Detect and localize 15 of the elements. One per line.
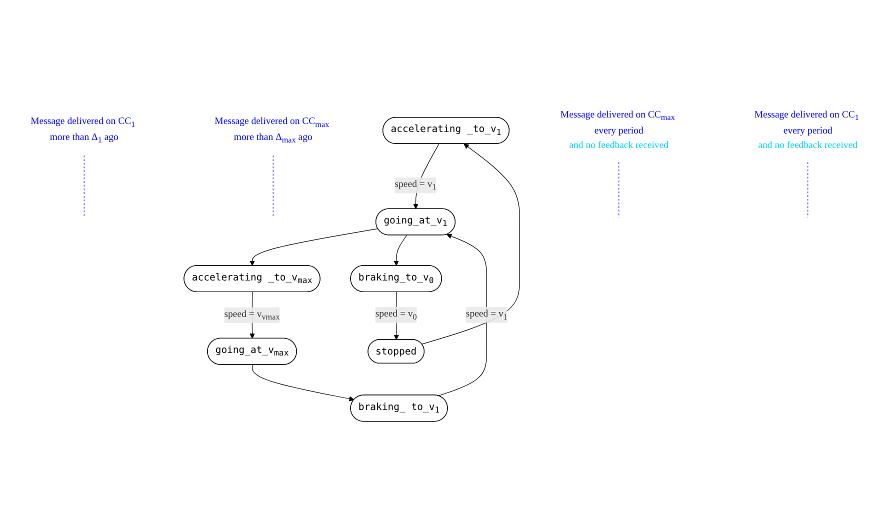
connector [618,162,620,218]
arrow [252,364,354,402]
arrow [250,228,378,266]
node-text: Message delivered on CC$_{1}$ every period and no feedback received [754,110,859,151]
arrow [438,234,487,396]
edge-label: speed = v$_{0}$ [375,308,417,322]
edge-label: speed = v$_{1}$ [466,308,508,322]
edge-label: speed = v$_{1}$ [394,179,436,192]
connector [272,155,274,218]
node-text: Message delivered on CC$_{1}$ more than Δ$_{1}$ ago [30,116,136,145]
node-text: Message delivered on CC$_{max}$ every period and no feedback received [560,110,675,151]
arrow [394,234,408,266]
arrow [422,144,520,344]
node-text: Message delivered on CC$_{max}$ more than Δ$_{max}$ ago [214,116,330,145]
edge-label: speed = v$_{vmax}$ [224,309,280,322]
